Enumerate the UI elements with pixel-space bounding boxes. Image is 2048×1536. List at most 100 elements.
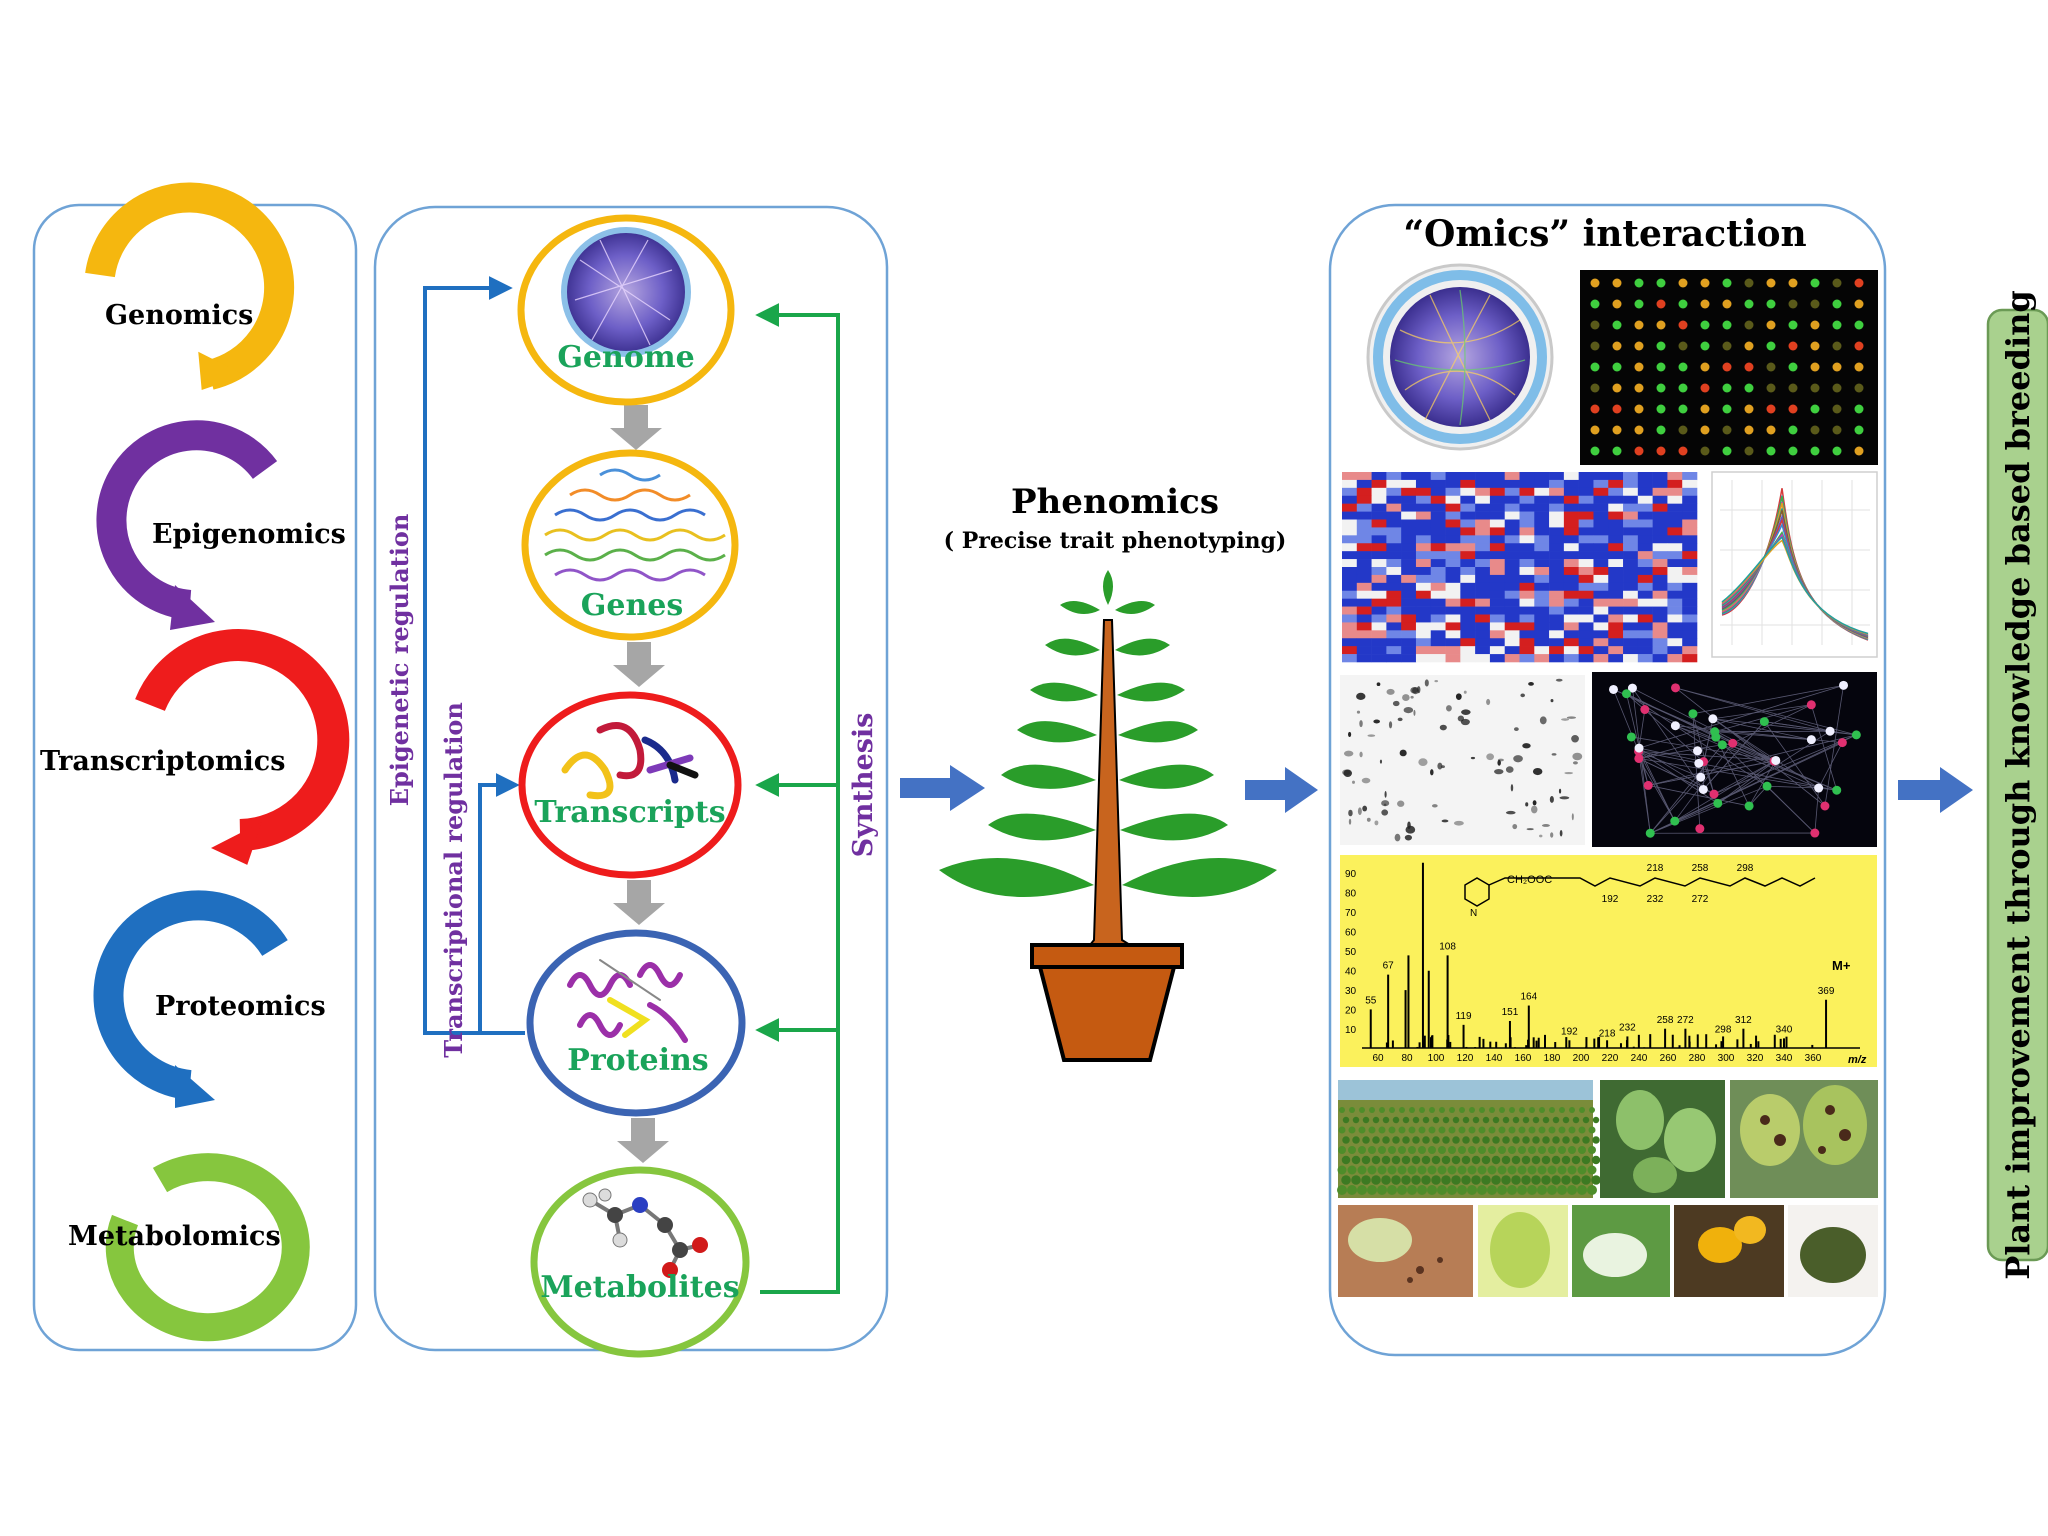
heatmap-cell [1430,551,1446,560]
microarray-spot [1590,362,1600,372]
heatmap-cell [1667,472,1683,481]
genomics-arc-icon [85,182,295,390]
heatmap-cell [1549,638,1565,647]
heatmap-cell [1623,519,1639,528]
field-plant [1489,1107,1495,1113]
leaf-photo-4 [1478,1205,1568,1297]
microarray-spot [1854,320,1864,330]
heatmap-cell [1356,527,1372,536]
heatmap-cell [1519,495,1535,504]
heatmap-cell [1460,487,1476,497]
network-node [1771,755,1781,765]
field-plant [1529,1107,1535,1113]
field-plant [1451,1155,1461,1165]
field-plant [1579,1107,1585,1113]
field-plant [1431,1155,1441,1165]
heatmap-cell [1563,472,1579,481]
field-plant [1491,1175,1501,1185]
heatmap-cell [1682,527,1698,536]
microarray-spot [1832,362,1842,372]
heatmap-cell [1578,495,1594,504]
heatmap-cell [1386,614,1402,623]
microarray-spot [1832,278,1842,288]
heatmap-cell [1445,598,1461,607]
heatmap-cell [1682,630,1698,639]
network-node [1759,717,1769,727]
field-plant [1421,1155,1431,1165]
heatmap-cell [1342,598,1358,607]
heatmap-cell [1401,551,1417,560]
heatmap-cell [1623,479,1639,489]
heatmap-cell [1356,559,1372,568]
heatmap-cell [1445,606,1461,615]
heatmap-cell [1608,543,1624,552]
heatmap-cell [1475,479,1491,489]
field-plant [1472,1136,1480,1144]
heatmap-cell [1578,598,1594,607]
field-plant [1527,1185,1537,1195]
potted-plant-illustration [939,570,1277,1062]
heatmap-cell [1356,503,1372,512]
ms-peak-label: 340 [1776,1024,1793,1035]
epigenomics-arc-icon [96,420,278,620]
heatmap-cell [1504,638,1520,647]
ms-peak-label: 312 [1735,1015,1752,1026]
heatmap-cell [1415,535,1432,544]
heatmap-cell [1549,606,1565,615]
heatmap-cell [1504,598,1520,607]
heatmap-cell [1401,511,1417,520]
field-plant [1558,1126,1566,1134]
heatmap-cell [1534,590,1550,599]
heatmap-cell [1563,614,1579,623]
heatmap-cell [1608,479,1624,489]
heatmap-cell [1519,574,1535,584]
microarray-spot [1634,425,1644,435]
ms-x-tick-label: 180 [1544,1053,1561,1064]
heatmap-cell [1342,472,1358,481]
field-plant [1592,1136,1600,1144]
field-plant [1378,1126,1386,1134]
heatmap-cell [1489,527,1506,536]
network-edge [1717,760,1777,804]
heatmap-cell [1578,535,1594,544]
heatmap-cell [1401,472,1417,481]
heatmap-cell [1682,543,1698,552]
heatmap-cell [1415,543,1432,552]
heatmap-cell [1652,543,1668,552]
heatmap-cell [1445,511,1461,520]
heatmap-cell [1623,511,1639,520]
heatmap-cell [1563,654,1579,663]
ms-x-tick-label: 200 [1573,1053,1590,1064]
heatmap-cell [1430,630,1446,639]
field-plant [1508,1126,1516,1134]
microarray-spot [1788,278,1798,288]
heatmap-cell [1637,598,1653,607]
heatmap-cell [1430,519,1446,528]
network-edge [1818,742,1843,789]
field-plant [1457,1165,1467,1175]
heatmap-cell [1475,511,1491,520]
field-plant [1442,1136,1450,1144]
heatmap-cell [1549,535,1565,544]
microarray-spot [1722,362,1732,372]
heatmap-cell [1563,535,1579,544]
heatmap-cell [1489,535,1506,544]
heatmap-cell [1504,646,1520,655]
ms-x-tick-label: 140 [1486,1053,1503,1064]
heatmap-cell [1593,630,1609,639]
heatmap-cell [1682,567,1698,576]
field-plant [1552,1136,1560,1144]
heatmap-cell [1682,614,1698,623]
heatmap-cell [1489,622,1506,631]
heatmap-cell [1578,646,1594,655]
field-plant [1501,1175,1511,1185]
field-plant [1388,1146,1396,1154]
heatmap-cell [1356,551,1372,560]
field-plant [1577,1165,1587,1175]
heatmap-cell [1489,630,1506,639]
heatmap-cell [1475,487,1491,497]
heatmap-cell [1652,487,1668,497]
heatmap-cell [1608,574,1624,584]
field-plant [1557,1185,1567,1195]
heatmap-cell [1415,479,1432,489]
